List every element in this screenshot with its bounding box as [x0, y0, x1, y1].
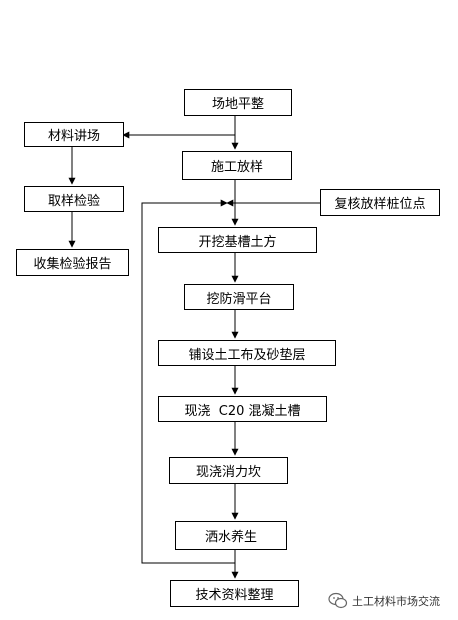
connector-loop	[141, 199, 235, 564]
step-materials-entry: 材料讲场	[24, 122, 124, 147]
watermark-text: 土工材料市场交流	[352, 595, 440, 608]
step-geotextile-sand-layer: 铺设土工布及砂垫层	[158, 340, 336, 366]
step-cast-c20-trough: 现浇 C20 混凝土槽	[158, 396, 327, 422]
step-anti-slip-platform: 挖防滑平台	[184, 284, 294, 310]
step-collect-reports: 收集检验报告	[16, 249, 129, 276]
wechat-icon	[328, 592, 348, 610]
step-excavate-trench: 开挖基槽土方	[158, 227, 317, 253]
step-construction-stakeout: 施工放样	[182, 151, 292, 180]
step-water-curing: 洒水养生	[175, 521, 287, 550]
step-recheck-stakes: 复核放样桩位点	[320, 189, 440, 216]
step-energy-dissipation-sill: 现浇消力坎	[169, 457, 288, 484]
watermark: 土工材料市场交流	[328, 590, 440, 612]
step-sampling-inspection: 取样检验	[24, 186, 124, 212]
step-site-leveling: 场地平整	[184, 89, 292, 116]
step-technical-documents: 技术资料整理	[170, 580, 299, 607]
